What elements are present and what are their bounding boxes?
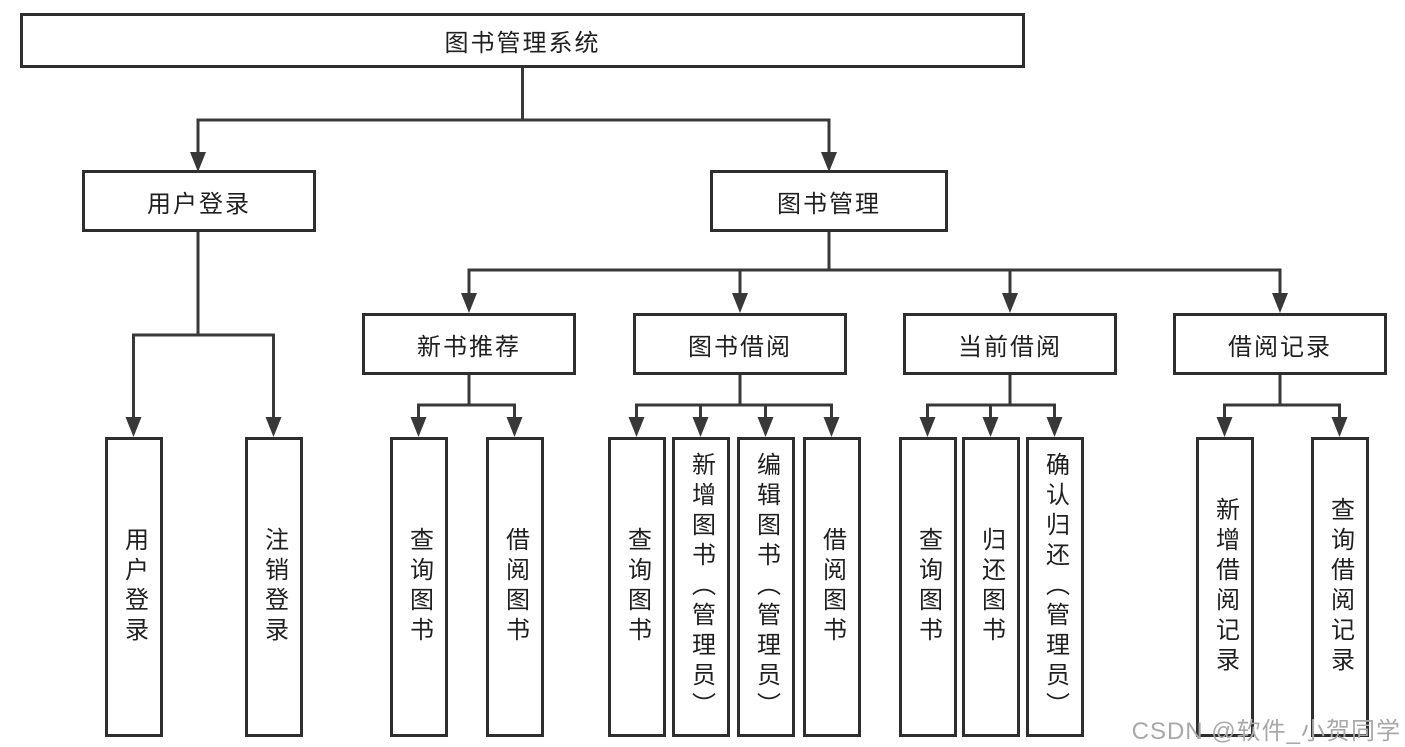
csdn-watermark: CSDN @软件_小贺同学 (1131, 718, 1401, 745)
node-label: 查询图书 (914, 527, 942, 647)
node-label: 查询图书 (405, 527, 433, 647)
node-book-borrowing: 图书借阅 (633, 313, 847, 375)
node-label: 当前借阅 (958, 333, 1062, 361)
node-label: 注销登录 (260, 527, 288, 647)
node-add-borrow-record: 新增借阅记录 (1195, 437, 1254, 737)
node-label: 用户登录 (120, 527, 148, 647)
node-label: 新书推荐 (417, 333, 521, 361)
node-label: 借阅记录 (1228, 333, 1332, 361)
node-edit-books-admin: 编辑图书（管理员） (736, 437, 795, 737)
connector-current-borrowing-children (919, 375, 1063, 437)
node-label: 新增借阅记录 (1211, 497, 1239, 677)
node-label: 图书管理系统 (444, 30, 601, 57)
node-user-login-op: 用户登录 (104, 437, 163, 737)
connector-user-login-children (125, 232, 282, 437)
node-label: 归还图书 (977, 527, 1005, 647)
connector-book-borrowing-children (628, 375, 840, 437)
node-label: 新增图书（管理员） (687, 452, 715, 722)
node-borrow-records: 借阅记录 (1173, 313, 1387, 375)
node-query-books-recommend: 查询图书 (389, 437, 448, 737)
node-label: 图书管理 (777, 190, 881, 218)
node-label: 查询借阅记录 (1326, 497, 1354, 677)
node-add-books-admin: 新增图书（管理员） (671, 437, 730, 737)
node-logout: 注销登录 (244, 437, 303, 737)
node-label: 借阅图书 (818, 527, 846, 647)
node-label: 确认归还（管理员） (1041, 452, 1069, 722)
node-query-borrow-record: 查询借阅记录 (1310, 437, 1369, 737)
node-label: 图书借阅 (688, 333, 792, 361)
node-borrow-books: 借阅图书 (802, 437, 861, 737)
connector-borrow-records-children (1216, 375, 1348, 437)
connector-root-to-level2 (190, 68, 837, 172)
node-book-management: 图书管理 (710, 170, 948, 232)
node-query-books-borrowing: 查询图书 (607, 437, 666, 737)
node-borrow-books-recommend: 借阅图书 (485, 437, 544, 737)
node-current-borrowing: 当前借阅 (903, 313, 1117, 375)
node-confirm-return-admin: 确认归还（管理员） (1025, 437, 1084, 737)
node-new-book-recommend: 新书推荐 (362, 313, 576, 375)
node-label: 查询图书 (623, 527, 651, 647)
connector-new-book-children (410, 375, 523, 437)
node-return-books: 归还图书 (961, 437, 1020, 737)
node-query-books-current: 查询图书 (898, 437, 957, 737)
node-user-login: 用户登录 (82, 170, 316, 232)
node-label: 编辑图书（管理员） (752, 452, 780, 722)
connector-book-management-children (461, 232, 1288, 313)
node-label: 用户登录 (147, 190, 251, 218)
node-library-system: 图书管理系统 (20, 13, 1025, 68)
node-label: 借阅图书 (501, 527, 529, 647)
